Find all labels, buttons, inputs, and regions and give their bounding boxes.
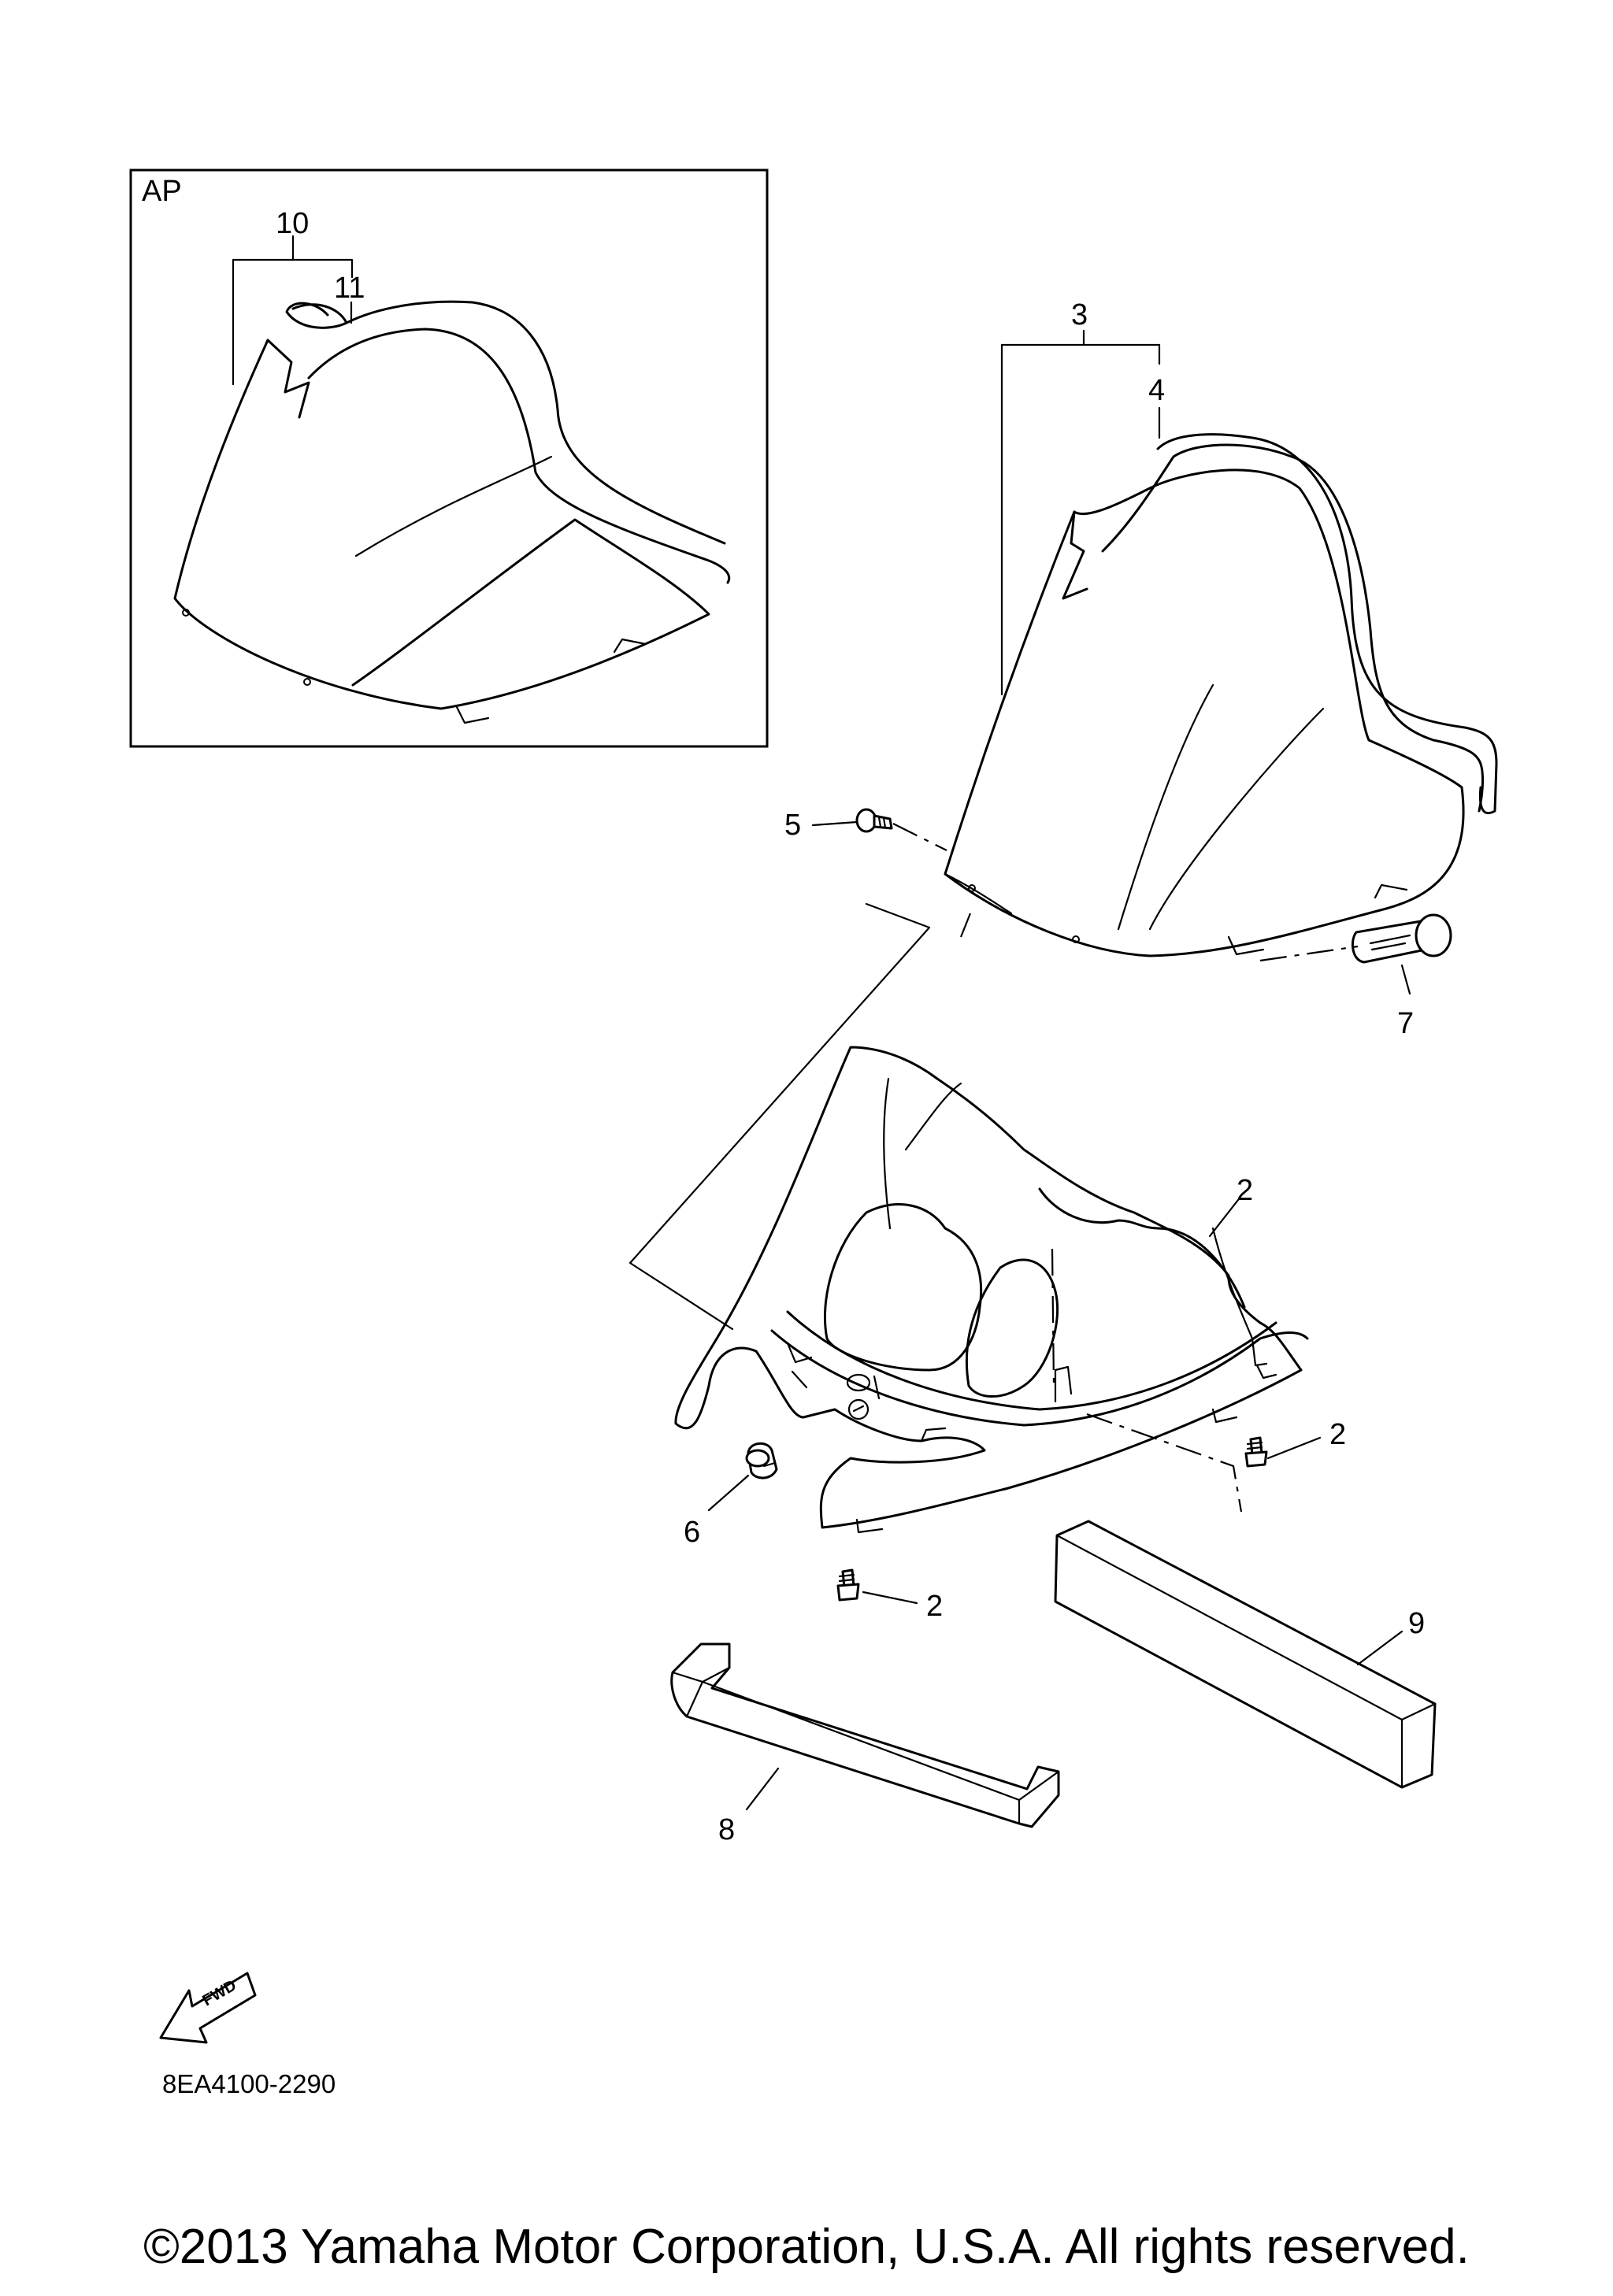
part-6-grommet: 6 bbox=[684, 1442, 778, 1549]
callout-8: 8 bbox=[718, 1813, 735, 1846]
inset-ap: AP 10 11 bbox=[129, 168, 769, 748]
leader-2-right bbox=[1266, 1436, 1322, 1460]
fwd-arrow-icon: FWD bbox=[159, 1972, 257, 2044]
callout-2-left: 2 bbox=[926, 1590, 943, 1623]
part-5-screw: 5 bbox=[784, 808, 893, 842]
callout-9: 9 bbox=[1408, 1607, 1425, 1640]
leader-7 bbox=[1400, 964, 1411, 995]
callout-3: 3 bbox=[1071, 298, 1088, 331]
windshield-assembly: 3 4 bbox=[944, 298, 1498, 957]
part-7-knob: 7 bbox=[1351, 913, 1452, 1040]
inner-outline bbox=[629, 902, 931, 1331]
centerline-7 bbox=[1259, 945, 1359, 962]
leader-6 bbox=[707, 1474, 750, 1512]
callout-7: 7 bbox=[1397, 1007, 1414, 1040]
centerline-main bbox=[959, 913, 972, 938]
leader-1 bbox=[1208, 1198, 1240, 1238]
copyright-notice: ©2013 Yamaha Motor Corporation, U.S.A. A… bbox=[143, 2220, 1470, 2274]
part-8-foam: 8 bbox=[670, 1642, 1060, 1846]
part-1-cowl: 2 bbox=[629, 902, 1309, 1534]
part-2-screw-right: 2 bbox=[1244, 1418, 1346, 1468]
leader-9 bbox=[1356, 1630, 1403, 1666]
callout-5: 5 bbox=[784, 809, 801, 842]
part-2-screw-left: 2 bbox=[836, 1568, 943, 1623]
centerline-5 bbox=[892, 823, 947, 851]
leader-8 bbox=[745, 1767, 780, 1811]
bracket-10 bbox=[232, 235, 354, 386]
inset-windshield bbox=[173, 300, 731, 724]
callout-11: 11 bbox=[334, 272, 365, 305]
leader-2-left bbox=[862, 1591, 918, 1605]
leader-5 bbox=[811, 820, 858, 827]
callout-10: 10 bbox=[276, 207, 309, 240]
drawing-code: 8EA4100-2290 bbox=[162, 2069, 336, 2098]
centerline-cowl bbox=[1051, 1248, 1055, 1387]
inset-frame bbox=[129, 168, 769, 748]
part-9-foam: 9 bbox=[1054, 1520, 1437, 1789]
centerline-foam bbox=[1086, 1413, 1243, 1513]
inset-label: AP bbox=[142, 175, 182, 208]
callout-1: 2 bbox=[1237, 1174, 1253, 1207]
bracket-3 bbox=[1000, 329, 1161, 696]
callout-4: 4 bbox=[1148, 374, 1165, 407]
callout-2-right: 2 bbox=[1329, 1418, 1346, 1451]
callout-6: 6 bbox=[684, 1516, 700, 1549]
